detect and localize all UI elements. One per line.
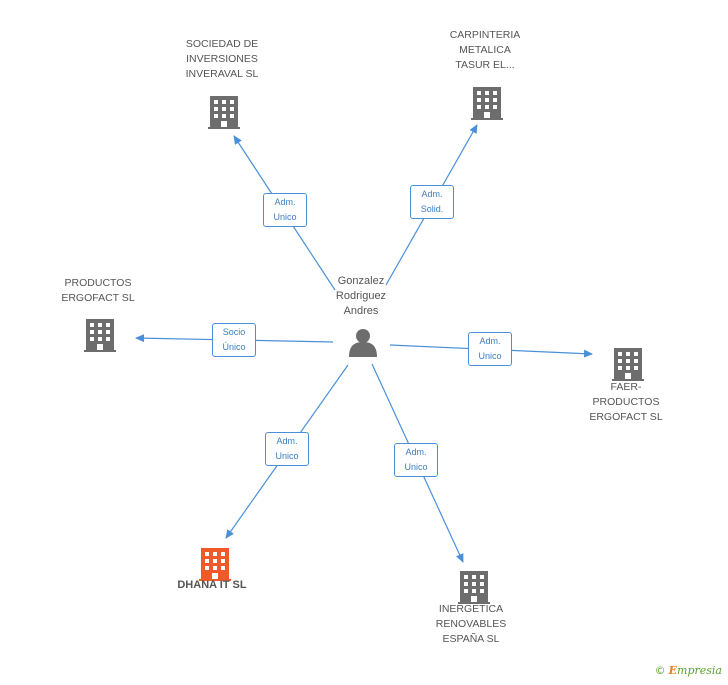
building-icon[interactable]: [199, 548, 231, 581]
company-name[interactable]: PRODUCTOS ERGOFACT SL: [61, 277, 135, 304]
empresia-brand[interactable]: ©Empresia: [655, 664, 722, 677]
building-icon[interactable]: [208, 96, 240, 129]
company-name[interactable]: SOCIEDAD DE INVERSIONES INVERAVAL SL: [185, 38, 259, 80]
building-icon[interactable]: [458, 571, 490, 604]
building-icon[interactable]: [612, 348, 644, 381]
relation-label[interactable]: Adm. Unico: [265, 432, 309, 466]
building-icon[interactable]: [84, 319, 116, 352]
person-icon[interactable]: [349, 329, 377, 357]
relation-label[interactable]: Adm. Solid.: [410, 185, 454, 219]
company-name[interactable]: FAER- PRODUCTOS ERGOFACT SL: [589, 381, 663, 423]
brand-initial: E: [668, 664, 678, 677]
relation-label[interactable]: Adm. Unico: [263, 193, 307, 227]
relation-label[interactable]: Adm. Unico: [394, 443, 438, 477]
person-name[interactable]: Gonzalez Rodriguez Andres: [335, 275, 387, 317]
building-icon[interactable]: [471, 87, 503, 120]
brand-name: mpresia: [677, 664, 722, 677]
company-name[interactable]: INERGETICA RENOVABLES ESPAÑA SL: [435, 603, 507, 645]
copyright-symbol: ©: [654, 664, 666, 677]
company-name[interactable]: CARPINTERIA METALICA TASUR EL...: [449, 29, 521, 71]
relation-label[interactable]: Adm. Unico: [468, 332, 512, 366]
company-name[interactable]: DHANA IT SL: [177, 579, 247, 591]
relation-label[interactable]: Socio Único: [212, 323, 256, 357]
